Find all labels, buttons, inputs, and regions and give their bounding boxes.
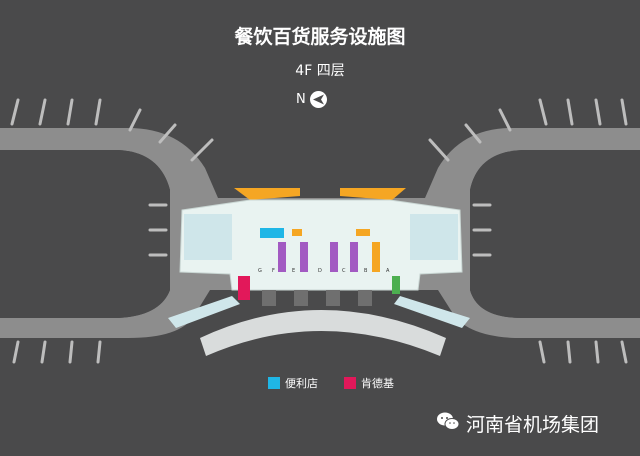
terminal-building xyxy=(179,199,463,291)
gate-label: D xyxy=(318,268,322,274)
gate-label: G xyxy=(258,268,262,274)
gate-label: E xyxy=(292,268,295,274)
map-title: 餐饮百货服务设施图 xyxy=(234,26,406,48)
north-indicator: N xyxy=(296,89,327,109)
service-area-3 xyxy=(372,242,380,272)
legend-swatch-convenience xyxy=(268,377,280,389)
roof-wing-right xyxy=(340,188,406,200)
compass-icon xyxy=(309,90,327,108)
gate-label: A xyxy=(386,268,390,274)
jet-bridges xyxy=(262,290,372,306)
shop-block-right xyxy=(410,214,458,260)
watermark-text: 河南省机场集团 xyxy=(466,414,600,436)
wechat-icon xyxy=(436,410,460,437)
legend-swatch-kfc xyxy=(344,377,356,389)
gate-labels: G F E D C B A xyxy=(258,268,390,274)
walkway-right xyxy=(394,296,470,328)
legend-label-convenience: 便利店 xyxy=(285,377,318,390)
shop-block-left xyxy=(184,214,232,260)
stand-markers xyxy=(10,98,628,364)
north-label: N xyxy=(296,91,306,107)
gate-bars xyxy=(278,242,358,272)
kfc-area xyxy=(238,276,250,300)
service-area-1 xyxy=(292,229,302,236)
roof-wing-left xyxy=(234,188,300,200)
watermark: 河南省机场集团 xyxy=(436,410,599,437)
landside-curve xyxy=(200,310,446,356)
legend-label-kfc: 肯德基 xyxy=(361,377,394,390)
floor-label: 4F 四层 xyxy=(295,63,345,79)
gate-label: F xyxy=(272,268,275,274)
apron-inner-left xyxy=(0,150,170,318)
green-area xyxy=(392,276,400,294)
walkway-left xyxy=(168,296,240,328)
convenience-store-area xyxy=(260,228,284,238)
gate-label: C xyxy=(342,268,346,274)
apron-inner-right xyxy=(470,150,640,318)
legend-item-convenience: 便利店 xyxy=(268,375,318,391)
legend-item-kfc: 肯德基 xyxy=(344,375,394,391)
service-area-2 xyxy=(356,229,370,236)
gate-label: B xyxy=(364,268,368,274)
legend: 便利店 肯德基 xyxy=(268,375,394,391)
